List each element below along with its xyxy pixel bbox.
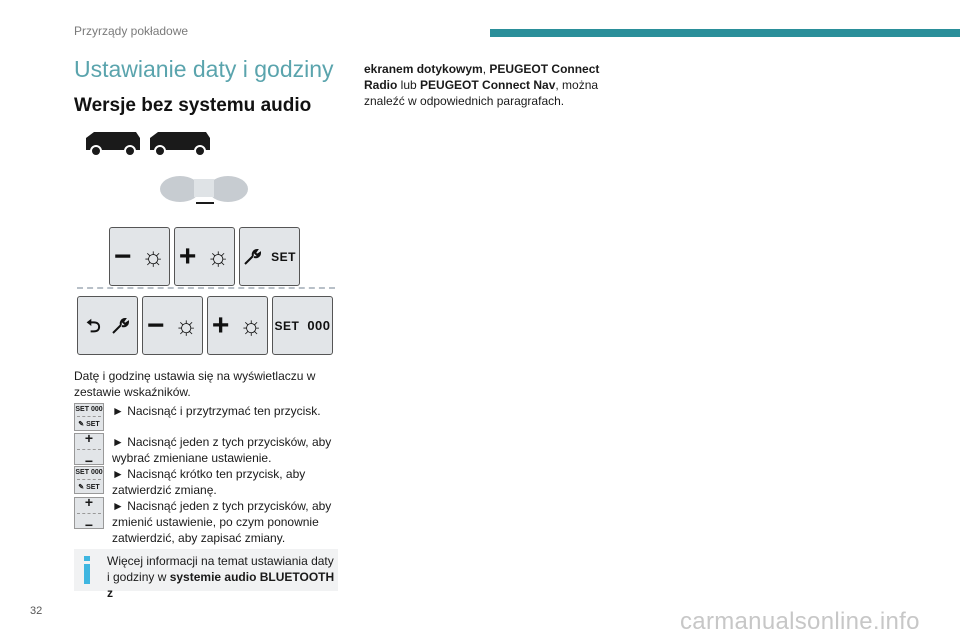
mini-set-label: SET (75, 406, 89, 413)
info-text: Więcej informacji na temat ustawiania da… (107, 553, 335, 601)
step-4: ► Nacisnąć jeden z tych przycisków, aby … (112, 499, 332, 545)
sun-icon: ☼ (239, 310, 264, 340)
mini-plus-minus-icon: + − (74, 430, 104, 469)
mini-set-label: SET (75, 469, 89, 476)
minus-icon: − (146, 308, 165, 342)
mini-set-button-icon: SET 000 ✎ SET (74, 466, 104, 494)
wrench-icon (111, 317, 129, 334)
mini-set-button-icon: SET 000 ✎ SET (74, 403, 104, 431)
instrument-cluster-icon (160, 176, 248, 204)
right-bold-2: PEUGEOT Connect Radio (364, 62, 600, 92)
back-wrench-button[interactable]: ⮌ (77, 296, 138, 355)
brightness-plus-button-2[interactable]: + ☼ (207, 296, 268, 355)
set-label: SET (271, 249, 296, 264)
back-arrow-icon: ⮌ (86, 315, 101, 336)
right-mid: lub (397, 78, 421, 92)
wrench-icon (244, 248, 262, 265)
plus-icon: + (211, 308, 230, 342)
mini-set-label: SET (86, 421, 100, 428)
set-label: SET (274, 318, 300, 333)
step-3: ► Nacisnąć krótko ten przycisk, aby zatw… (112, 467, 306, 497)
mini-zero-label: 000 (90, 406, 103, 413)
page-subtitle: Wersje bez systemu audio (74, 95, 312, 116)
watermark: carmanualsonline.info (680, 608, 920, 635)
page-number: 32 (30, 605, 43, 617)
set-000-button[interactable]: SET 000 (272, 296, 333, 355)
minus-icon: − (113, 239, 132, 273)
sun-icon: ☼ (206, 241, 231, 271)
right-bold-3: PEUGEOT Connect Nav (420, 78, 556, 92)
right-column-text: ekranem dotykowym, PEUGEOT Connect Radio… (364, 61, 614, 109)
right-bold-1: ekranem dotykowym (364, 62, 483, 76)
section-header: Przyrządy pokładowe (74, 24, 189, 38)
van-short-icon (86, 132, 140, 156)
step-1: ► Nacisnąć i przytrzymać ten przycisk. (112, 404, 321, 418)
plus-icon: + (178, 239, 197, 273)
dashed-separator (77, 287, 335, 289)
brightness-minus-button[interactable]: − ☼ (109, 227, 170, 286)
info-text-regular: Więcej informacji na temat ustawiania da… (107, 554, 334, 584)
info-icon (84, 556, 90, 584)
zero-value-label: 000 (307, 318, 331, 333)
brightness-minus-button-2[interactable]: − ☼ (142, 296, 203, 355)
sun-icon: ☼ (141, 241, 166, 271)
info-box (74, 549, 338, 591)
van-long-icon (150, 132, 210, 156)
info-text-bold: systemie audio BLUETOOTH z (107, 570, 335, 600)
header-accent-bar (490, 29, 960, 37)
mini-set-label: SET (86, 484, 100, 491)
brightness-plus-button[interactable]: + ☼ (174, 227, 235, 286)
right-end: , można znaleźć w odpowiednich paragrafa… (364, 78, 599, 108)
wrench-set-button[interactable]: SET (239, 227, 300, 286)
mini-zero-label: 000 (90, 469, 103, 476)
right-sep: , (482, 62, 490, 76)
sun-icon: ☼ (174, 310, 199, 340)
intro-text: Datę i godzinę ustawia się na wyświetlac… (74, 369, 316, 399)
page-title: Ustawianie daty i godziny (74, 56, 334, 82)
step-2: ► Nacisnąć jeden z tych przycisków, aby … (112, 435, 332, 465)
van-icons (86, 132, 210, 156)
mini-plus-minus-icon: + − (74, 494, 104, 533)
